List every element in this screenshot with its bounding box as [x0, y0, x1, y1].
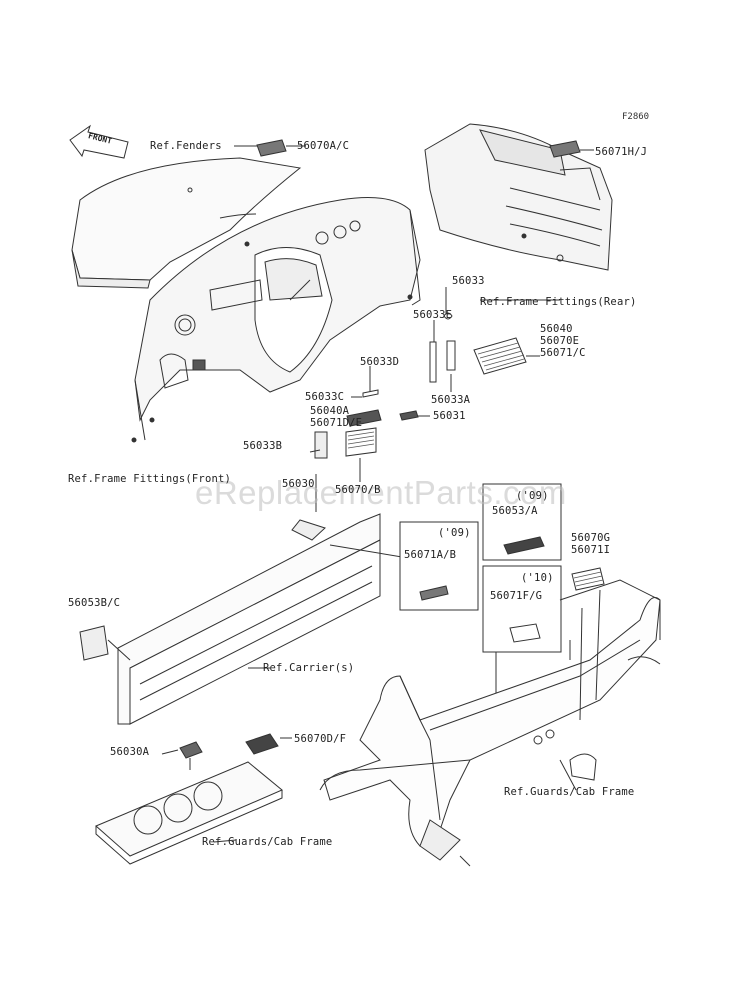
- label-year-09-b: ('09): [438, 527, 471, 539]
- label-56033b: 56033B: [243, 440, 283, 452]
- label-56071fg: 56071F/G: [490, 590, 543, 602]
- label-56033a: 56033A: [431, 394, 471, 406]
- label-56071hj: 56071H/J: [595, 146, 648, 158]
- label-ref-carriers: Ref.Carrier(s): [263, 662, 355, 674]
- label-56071i: 56071I: [571, 544, 611, 556]
- label-56070df: 56070D/F: [294, 733, 347, 745]
- label-56030a: 56030A: [110, 746, 150, 758]
- label-56070e: 56070E: [540, 335, 580, 347]
- label-56071ab: 56071A/B: [404, 549, 457, 561]
- label-ref-fenders: Ref.Fenders: [150, 140, 222, 152]
- label-56071c: 56071/C: [540, 347, 586, 359]
- label-56040: 56040: [540, 323, 573, 335]
- label-56031: 56031: [433, 410, 466, 422]
- label-56070b: 56070/B: [335, 484, 381, 496]
- label-56040a: 56040A: [310, 405, 350, 417]
- label-year-10: ('10): [521, 572, 554, 584]
- label-56071de: 56071D/E: [310, 417, 363, 429]
- label-56070g: 56070G: [571, 532, 611, 544]
- label-ref-frame-fittings-rear: Ref.Frame Fittings(Rear): [480, 296, 637, 308]
- label-56033c: 56033C: [305, 391, 345, 403]
- label-56033: 56033: [452, 275, 485, 287]
- front-arrow-icon: [69, 124, 129, 159]
- label-56033e: 56033E: [413, 309, 453, 321]
- figure-code: F2860: [622, 112, 650, 122]
- rear-frame-fitting: [424, 123, 613, 271]
- label-56070ac: 56070A/C: [297, 140, 350, 152]
- cab-frame: [323, 597, 661, 847]
- label-56053bc: 56053B/C: [68, 597, 121, 609]
- fender-panel: [71, 157, 302, 281]
- label-56033d: 56033D: [360, 356, 400, 368]
- label-ref-guards-cab-frame-left: Ref.Guards/Cab Frame: [202, 836, 333, 848]
- label-56030: 56030: [282, 478, 315, 490]
- watermark: eReplacementParts.com: [195, 474, 567, 511]
- label-year-09-a: ('09): [516, 490, 549, 502]
- label-56053a: 56053/A: [492, 505, 538, 517]
- label-ref-frame-fittings-front: Ref.Frame Fittings(Front): [68, 473, 232, 485]
- label-ref-guards-cab-frame-right: Ref.Guards/Cab Frame: [504, 786, 635, 798]
